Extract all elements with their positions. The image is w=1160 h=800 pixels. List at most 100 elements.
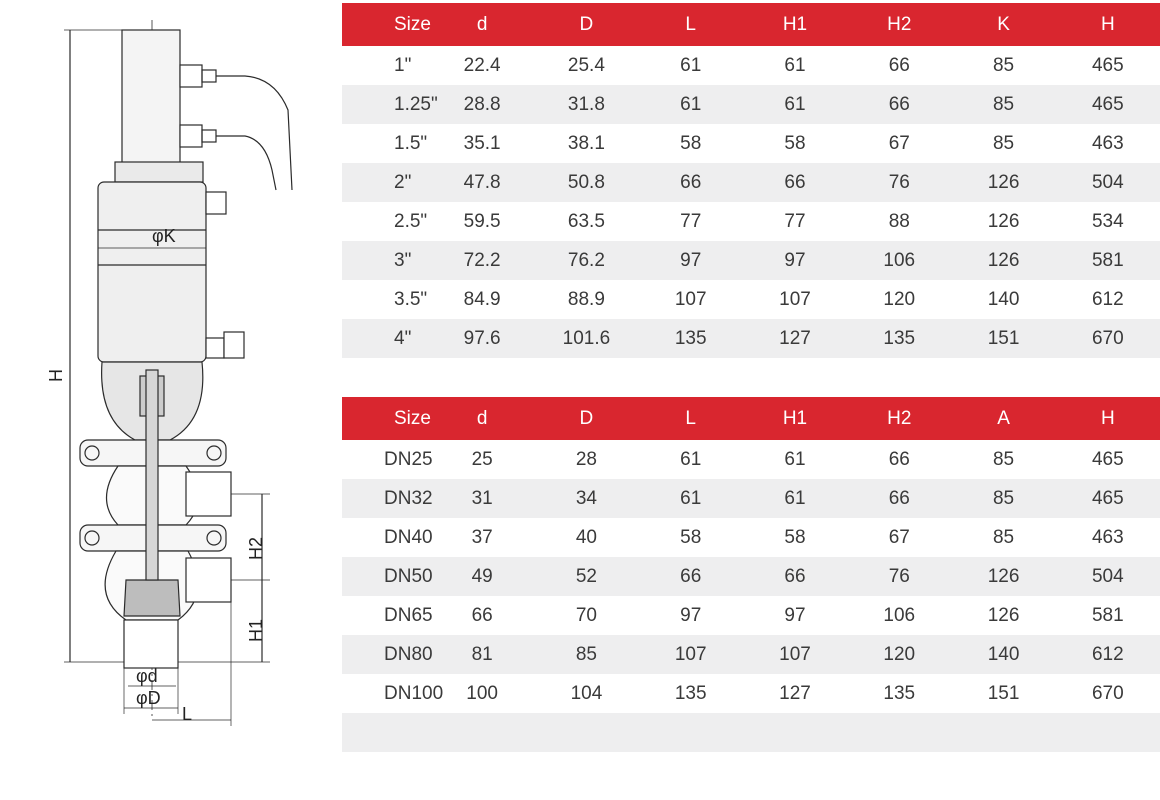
table-cell: 58 xyxy=(680,526,702,548)
table-cell: 52 xyxy=(534,557,639,596)
table-cell: 97 xyxy=(784,604,806,626)
table-row-empty xyxy=(342,713,1160,752)
table-cell: 135 xyxy=(638,319,743,358)
table-cell: 97 xyxy=(742,241,848,280)
table-cell: 463 xyxy=(1091,132,1124,154)
table-cell: 127 xyxy=(742,319,848,358)
table-cell: 81 xyxy=(430,635,535,674)
table-cell: 88 xyxy=(888,210,910,232)
label-H2: H2 xyxy=(246,537,266,560)
table-cell: DN50 xyxy=(342,557,433,596)
table-header-row: Size d D L H1 H2 A H xyxy=(342,397,1160,440)
table-cell: 38.1 xyxy=(567,132,605,154)
table-cell-empty xyxy=(342,713,430,752)
label-D: φD xyxy=(136,688,161,708)
table-cell: DN25 xyxy=(384,448,433,470)
table-cell: 22.4 xyxy=(463,54,501,76)
table-cell: 88.9 xyxy=(567,288,605,310)
header-A: A xyxy=(951,397,1056,440)
table-cell: DN80 xyxy=(342,635,433,674)
table-cell: 126 xyxy=(951,557,1056,596)
table-cell: 151 xyxy=(951,319,1056,358)
table-cell: 67 xyxy=(888,132,910,154)
label-d: φd xyxy=(136,666,158,686)
table-cell: 66 xyxy=(471,604,493,626)
table-cell: 61 xyxy=(784,448,806,470)
table-cell-empty xyxy=(847,713,952,752)
table-cell: 127 xyxy=(779,682,811,704)
table-cell: 77 xyxy=(680,210,702,232)
table-cell: 58 xyxy=(784,526,806,548)
table-cell: 465 xyxy=(1091,54,1124,76)
table-cell: 104 xyxy=(570,682,603,704)
table-cell: 66 xyxy=(847,85,952,124)
table-cell: 107 xyxy=(779,288,811,310)
table-cell: 85 xyxy=(992,54,1015,76)
table-cell: 66 xyxy=(742,163,848,202)
table-cell: 85 xyxy=(534,635,639,674)
header-d: d xyxy=(430,397,535,440)
table-cell: 504 xyxy=(1055,163,1160,202)
valve-technical-drawing: H φK H2 H1 φd φD L xyxy=(40,20,310,740)
table-cell: 3.5" xyxy=(394,288,428,310)
table-cell: 70 xyxy=(575,604,597,626)
table-cell: 76 xyxy=(847,557,952,596)
table-cell: 61 xyxy=(680,448,702,470)
table-cell: 76 xyxy=(847,163,952,202)
table-cell: 4" xyxy=(342,319,430,358)
table-cell: 140 xyxy=(987,288,1020,310)
header-size: Size xyxy=(342,3,431,46)
table-cell: 61 xyxy=(742,479,848,518)
table-cell: 465 xyxy=(1055,479,1160,518)
table-cell: 106 xyxy=(847,241,952,280)
table-cell: 59.5 xyxy=(463,210,501,232)
table-cell: 120 xyxy=(883,288,916,310)
table-cell: 135 xyxy=(674,682,707,704)
table-cell: 140 xyxy=(951,635,1056,674)
table-cell: 126 xyxy=(987,210,1020,232)
table-cell: 107 xyxy=(742,635,848,674)
table-cell: 63.5 xyxy=(567,210,605,232)
header-L: L xyxy=(638,3,743,46)
table-header-row: Size d D L H1 H2 K H xyxy=(342,3,1160,46)
table-cell: 463 xyxy=(1091,526,1124,548)
table-cell: 25.4 xyxy=(567,54,605,76)
table-cell: 126 xyxy=(987,604,1020,626)
table-cell: 120 xyxy=(847,635,952,674)
table-cell: 66 xyxy=(847,479,952,518)
table-cell: 77 xyxy=(784,210,806,232)
header-H2: H2 xyxy=(847,397,952,440)
header-D: D xyxy=(534,3,639,46)
table-cell-empty xyxy=(1055,713,1160,752)
table-cell: 101.6 xyxy=(534,319,639,358)
table-cell: 85 xyxy=(992,526,1015,548)
label-H: H xyxy=(46,369,66,382)
table-cell: 612 xyxy=(1055,635,1160,674)
table-cell: 61 xyxy=(638,85,743,124)
table-cell: 97.6 xyxy=(430,319,535,358)
table-cell: 100 xyxy=(466,682,498,704)
table-cell: 58 xyxy=(680,132,702,154)
header-H2: H2 xyxy=(847,3,952,46)
table-cell: 85 xyxy=(951,479,1056,518)
table-cell: DN32 xyxy=(342,479,433,518)
table-cell: 107 xyxy=(674,288,707,310)
table-cell: 2.5" xyxy=(394,210,428,232)
table-cell: 97 xyxy=(638,241,743,280)
table-cell: 28 xyxy=(575,448,597,470)
header-H1: H1 xyxy=(742,397,848,440)
